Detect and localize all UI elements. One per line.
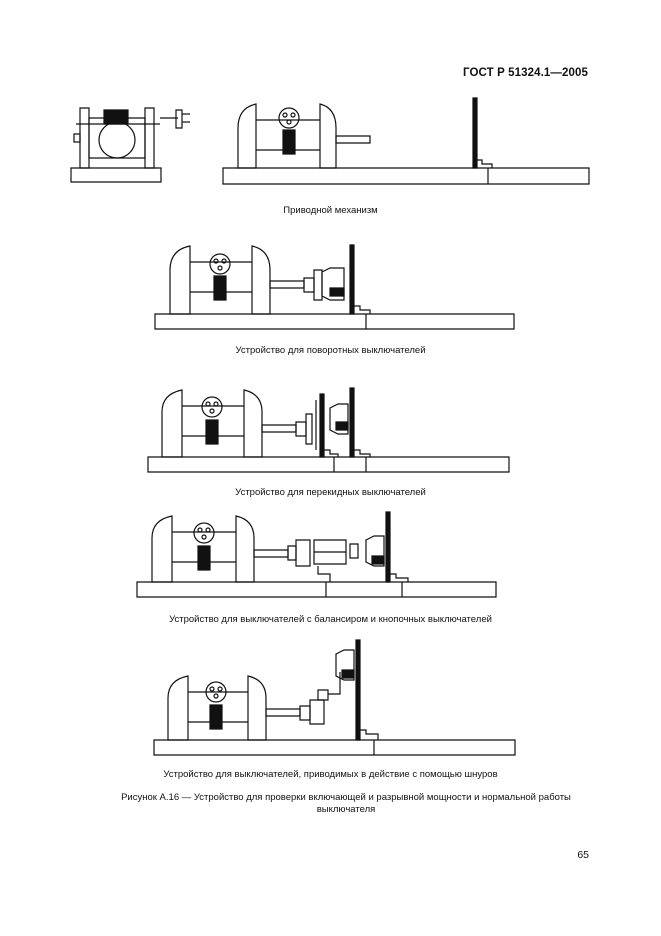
- rotary-clamp: [354, 306, 370, 314]
- cord-switch-contact: [342, 670, 354, 678]
- toggle-spring: [206, 420, 218, 444]
- standard-code-header: ГОСТ Р 51324.1—2005: [463, 67, 588, 79]
- cord-spring: [210, 705, 222, 729]
- toggle-clamp-2: [354, 450, 370, 457]
- rocker-gear-hole: [206, 528, 210, 532]
- cord-switch-body: [336, 650, 354, 680]
- drive-side-gear: [279, 108, 299, 128]
- rocker-gear-hole: [198, 528, 202, 532]
- drive-front-view: [71, 108, 190, 182]
- toggle-clamp-1: [324, 450, 338, 457]
- caption-drive-mechanism: Приводной механизм: [283, 205, 378, 216]
- drive-side-spring: [283, 130, 295, 154]
- rotary-switch-body: [322, 268, 344, 300]
- cord-pull-cord: [328, 672, 340, 694]
- cord-mounting-wall: [356, 640, 360, 740]
- rocker-pusher: [350, 544, 358, 558]
- rotary-mounting-wall: [350, 245, 354, 314]
- cord-gear-hole: [218, 687, 222, 691]
- drive-side-output-rod: [336, 136, 370, 143]
- toggle-gear: [202, 397, 222, 417]
- cord-guide: [318, 690, 328, 700]
- cord-bracket-right: [248, 676, 266, 740]
- toggle-lever-holder: [306, 414, 312, 444]
- rotary-bracket-left: [170, 246, 190, 314]
- cord-gear-hole: [210, 687, 214, 691]
- rotary-bracket-right: [252, 246, 270, 314]
- drive-side-gear-hole: [287, 120, 291, 124]
- toggle-switch-body: [330, 404, 348, 434]
- rocker-clamp-2: [390, 574, 408, 582]
- toggle-bracket-left: [162, 390, 182, 457]
- rotary-gear-hole: [214, 259, 218, 263]
- toggle-gear-hole: [214, 402, 218, 406]
- rocker-bracket-right: [236, 516, 254, 582]
- cord-coupling: [300, 706, 310, 720]
- toggle-fork-plate: [320, 394, 324, 457]
- rocker-gear: [194, 523, 214, 543]
- rocker-clamp-1: [318, 566, 330, 582]
- rocker-switch-body: [366, 536, 384, 566]
- cord-clamp: [360, 730, 378, 740]
- drive-side-bracket-left: [238, 104, 256, 168]
- rocker-base: [137, 582, 496, 597]
- caption-cord: Устройство для выключателей, приводимых …: [163, 769, 498, 780]
- cord-bracket-left: [168, 676, 188, 740]
- rotary-gear: [210, 254, 230, 274]
- drive-front-knob: [74, 134, 80, 142]
- drive-side-view: [223, 98, 589, 184]
- cord-gear: [206, 682, 226, 702]
- toggle-gear-hole: [206, 402, 210, 406]
- caption-rocker-push: Устройство для выключателей с балансиром…: [169, 614, 492, 625]
- rotary-spring: [214, 276, 226, 300]
- caption-rotary: Устройство для поворотных выключателей: [235, 345, 426, 356]
- rocker-slider-head: [296, 540, 310, 566]
- figure-title: Рисунок А.16 — Устройство для проверки в…: [121, 792, 571, 815]
- toggle-gear-hole: [210, 409, 214, 413]
- rocker-mounting-wall: [386, 512, 390, 582]
- drive-front-base: [71, 168, 161, 182]
- toggle-mounting-wall: [350, 388, 354, 457]
- rocker-bracket-left: [152, 516, 172, 582]
- drive-front-plug: [176, 110, 182, 128]
- toggle-switch-contact: [336, 422, 348, 430]
- drive-side-gear-hole: [291, 113, 295, 117]
- drive-side-clamp: [477, 160, 492, 168]
- cord-puller: [310, 700, 324, 724]
- cord-gear-hole: [214, 694, 218, 698]
- rotary-switch-contact: [330, 288, 344, 296]
- drive-side-bracket-right: [320, 104, 336, 168]
- rocker-switch-contact: [372, 556, 384, 564]
- drive-side-wall: [473, 98, 477, 168]
- toggle-base: [148, 457, 509, 472]
- rotary-base: [155, 314, 514, 329]
- drive-side-base: [223, 168, 589, 184]
- caption-toggle: Устройство для перекидных выключателей: [235, 487, 426, 498]
- cord-shaft: [266, 709, 300, 716]
- rotary-gear-hole: [222, 259, 226, 263]
- cord-base: [154, 740, 515, 755]
- rotary-gear-hole: [218, 266, 222, 270]
- page-number: 65: [577, 849, 589, 861]
- drive-side-gear-hole: [283, 113, 287, 117]
- rocker-gear-hole: [202, 535, 206, 539]
- toggle-bracket-right: [244, 390, 262, 457]
- rocker-spring: [198, 546, 210, 570]
